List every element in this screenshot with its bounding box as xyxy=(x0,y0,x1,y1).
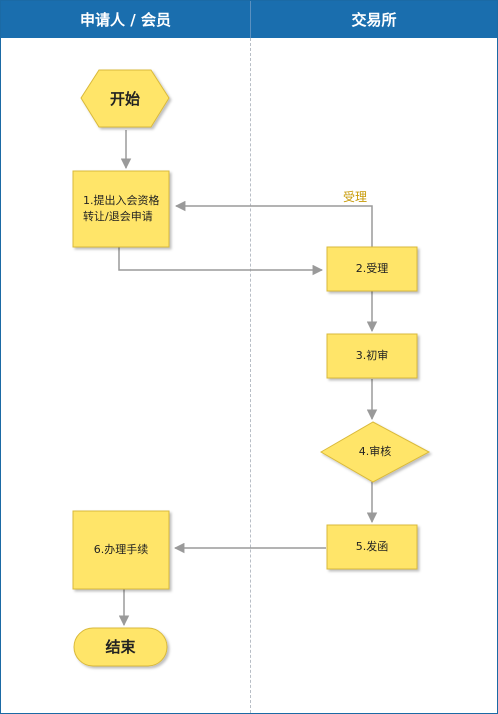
lane-title-applicant: 申请人 / 会员 xyxy=(80,11,171,29)
edge-label-accept: 受理 xyxy=(343,190,368,204)
lane-header-exchange: 交易所 xyxy=(250,1,497,38)
lane-header-applicant: 申请人 / 会员 xyxy=(1,1,250,38)
arrow-step1-to-step2 xyxy=(118,247,324,276)
step6-box xyxy=(72,510,170,590)
step1-label: 1.提出入会资格转让/退会申请 xyxy=(83,194,160,223)
step4-label: 4.审核 xyxy=(358,445,392,458)
step5-box xyxy=(326,524,418,570)
step1-box xyxy=(72,170,170,248)
step3-label: 3.初审 xyxy=(355,349,389,362)
end-terminator xyxy=(73,627,168,667)
lane-divider xyxy=(250,38,251,713)
step3-box xyxy=(326,333,418,379)
step2-label: 2.受理 xyxy=(355,262,389,275)
step6-label: 6.办理手续 xyxy=(93,543,149,556)
lane-title-exchange: 交易所 xyxy=(351,11,397,29)
step5-label: 5.发函 xyxy=(355,540,389,553)
step4-diamond xyxy=(319,421,431,483)
end-label: 结束 xyxy=(105,638,136,656)
start-label: 开始 xyxy=(109,89,140,108)
step2-box xyxy=(326,246,418,292)
start-hexagon xyxy=(80,69,170,128)
arrow-step2-to-step1 xyxy=(174,200,373,247)
